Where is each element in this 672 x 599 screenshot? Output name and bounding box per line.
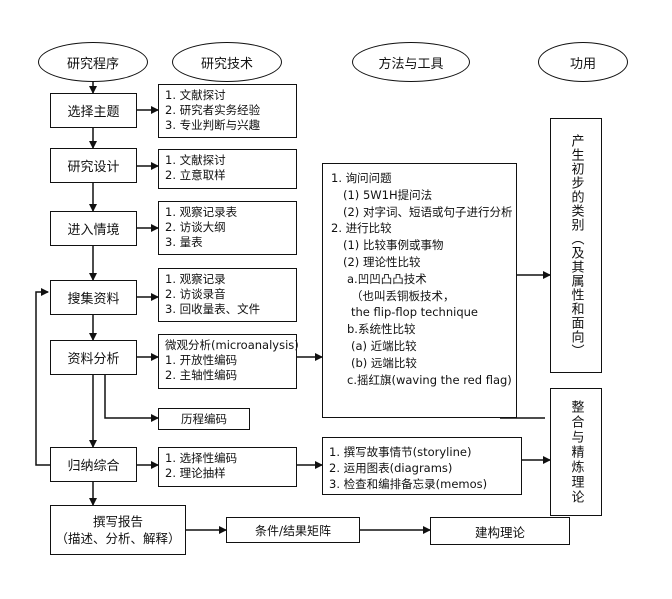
step-analysis: 资料分析 [50,340,137,375]
technique-process-coding: 历程编码 [158,408,250,430]
matrix-label: 条件/结果矩阵 [254,523,332,538]
technique-item: 1. 文献探讨 [165,153,226,167]
technique-analysis: 微观分析(microanalysis) 1. 开放性编码 2. 主轴性编码 [158,334,299,389]
step-collect-label: 搜集资料 [67,292,120,307]
step-enter-field: 进入情境 [50,211,137,246]
technique-induce: 1. 选择性编码 2. 理论抽样 [158,447,297,487]
technique-item: 1. 文献探讨 [165,88,226,102]
method-item: 2. 进行比较 [331,221,392,236]
technique-item: 1. 观察记录 [165,272,226,286]
header-methods: 方法与工具 [352,42,470,82]
technique-item: 2. 研究者实务经验 [165,103,261,117]
header-procedure-label: 研究程序 [66,56,119,72]
process-coding-label: 历程编码 [181,412,227,426]
method-item: (2) 理论性比较 [343,254,421,269]
function-initial-categories: 产生初步的类别（及其属性和面向） [550,118,602,373]
method-item: (1) 比较事例或事物 [343,238,444,253]
build-theory-label: 建构理论 [474,524,525,540]
header-technique-label: 研究技术 [200,56,253,72]
arrow-process-coding [104,375,159,422]
method-item: 1. 询问问题 [331,171,392,185]
technique-enter-field: 1. 观察记录表 2. 访谈大纲 3. 量表 [158,201,297,255]
step-select-topic-label: 选择主题 [67,105,120,120]
function-initial-label: 产生初步的类别（及其属性和面向） [568,133,584,358]
technique-item: 3. 量表 [165,235,203,249]
technique-collect: 1. 观察记录 2. 访谈录音 3. 回收量表、文件 [158,268,297,322]
step-design-label: 研究设计 [67,160,120,175]
step-report-title: 撰写报告 [92,514,143,529]
technique-item: 1. 观察记录表 [165,205,238,219]
methods-induce-tools: 1. 撰写故事情节(storyline) 2. 运用图表(diagrams) 3… [322,437,522,495]
method-item: (1) 5W1H提问法 [343,187,433,202]
technique-item: 微观分析(microanalysis) [165,338,299,352]
step-select-topic: 选择主题 [50,93,137,128]
technique-item: 3. 回收量表、文件 [165,302,261,316]
step-induce-label: 归纳综合 [67,459,120,474]
technique-design: 1. 文献探讨 2. 立意取样 [158,149,297,189]
function-integrate-label: 整合与精炼理论 [568,399,584,505]
step-report: 撰写报告 （描述、分析、解释） [50,505,186,555]
technique-item: 2. 立意取样 [165,168,226,182]
method-item: (b) 远端比较 [351,355,417,370]
method-item: a.凹凹凸凸技术 [347,271,427,286]
header-technique: 研究技术 [172,42,282,82]
condition-result-matrix: 条件/结果矩阵 [226,517,360,543]
header-function-label: 功用 [569,56,596,72]
technique-item: 2. 访谈录音 [165,287,226,301]
method-item: （也叫丢铜板技术， [351,288,455,303]
method-item: 1. 撰写故事情节(storyline) [329,445,472,459]
method-item: b.系统性比较 [347,322,416,337]
technique-item: 2. 理论抽样 [165,466,226,480]
method-item: 2. 运用图表(diagrams) [329,461,453,475]
technique-item: 2. 访谈大纲 [165,220,226,234]
header-methods-label: 方法与工具 [378,56,444,72]
build-theory: 建构理论 [430,517,570,545]
header-procedure: 研究程序 [38,42,148,82]
step-collect: 搜集资料 [50,280,137,315]
technique-item: 1. 选择性编码 [165,451,238,465]
method-item: c.摇红旗(waving the red flag) [347,372,512,387]
step-enter-field-label: 进入情境 [67,223,120,238]
technique-item: 1. 开放性编码 [165,353,238,367]
feedback-loop-arrow [35,288,50,466]
technique-item: 2. 主轴性编码 [165,368,238,382]
step-analysis-label: 资料分析 [67,352,120,367]
technique-item: 3. 专业判断与兴趣 [165,118,261,132]
method-item: the flip-flop technique [351,305,478,320]
step-design: 研究设计 [50,148,137,183]
method-item: (2) 对字词、短语或句子进行分析 [343,204,513,219]
methods-analysis-tools: 1. 询问问题 (1) 5W1H提问法 (2) 对字词、短语或句子进行分析 2.… [322,163,517,418]
step-induce: 归纳综合 [50,447,137,482]
method-item: (a) 近端比较 [351,338,417,353]
function-integrate-theory: 整合与精炼理论 [550,388,602,516]
technique-select-topic: 1. 文献探讨 2. 研究者实务经验 3. 专业判断与兴趣 [158,84,297,138]
header-function: 功用 [538,42,628,82]
step-report-subtitle: （描述、分析、解释） [55,531,181,546]
method-item: 3. 检查和编排备忘录(memos) [329,477,488,491]
